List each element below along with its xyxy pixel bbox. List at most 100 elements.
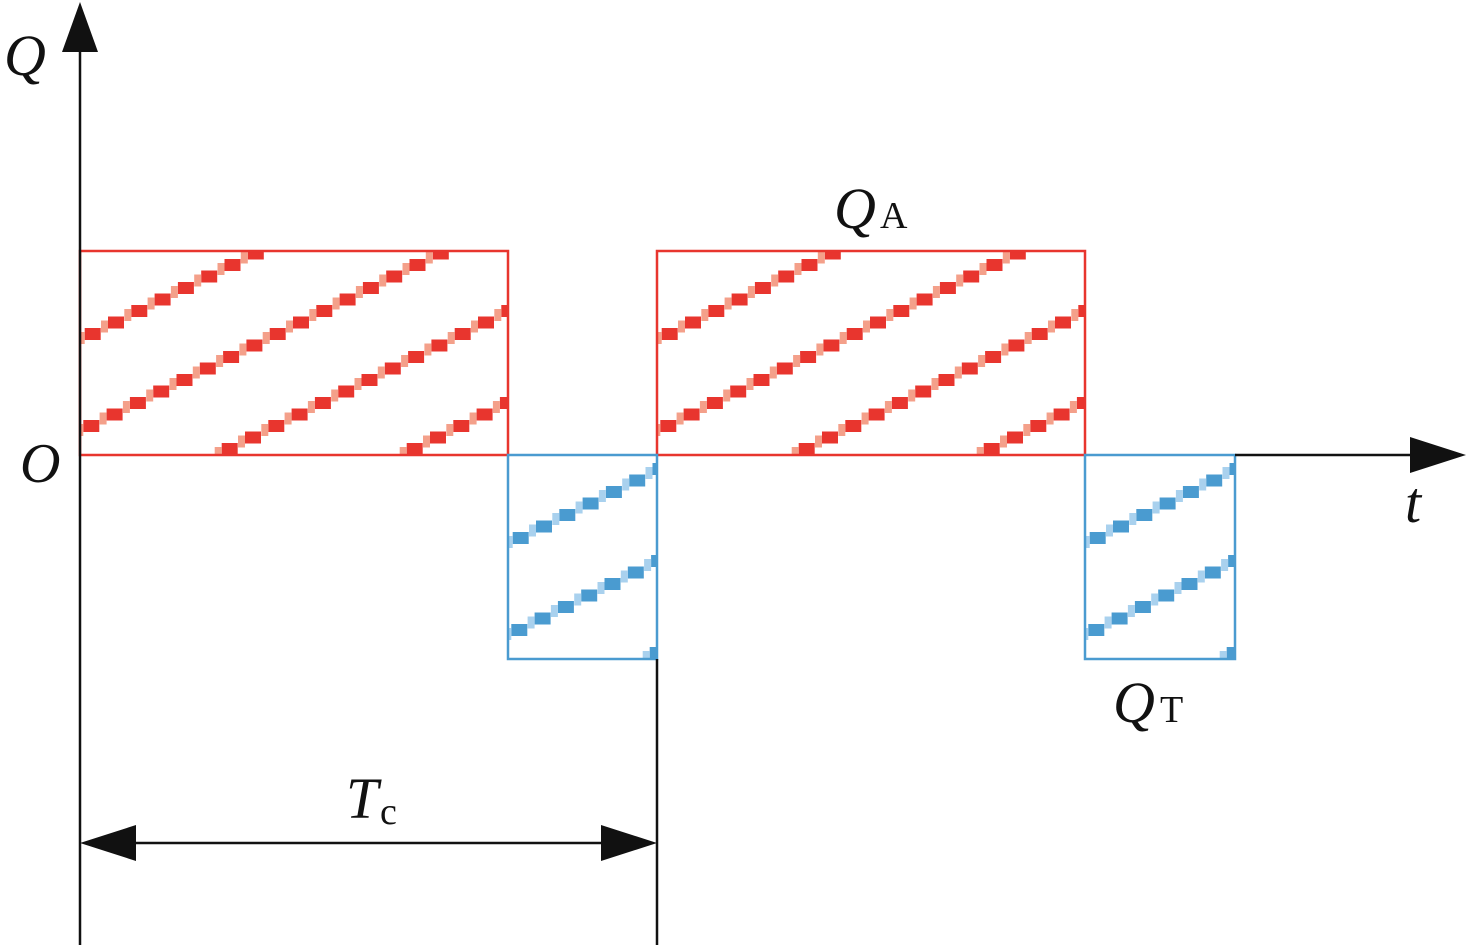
hatch-segment-edge	[1085, 536, 1090, 548]
x-axis-label: t	[1405, 470, 1423, 535]
hatch-segment	[801, 259, 818, 271]
hatch-segment-edge	[644, 559, 652, 571]
hatch-segment-edge	[239, 343, 247, 356]
hatch-segment-edge	[147, 297, 155, 310]
hatch-segment	[291, 408, 308, 421]
hatch-segment-edge	[771, 274, 779, 287]
hatch-segment-edge	[492, 401, 500, 413]
hatch-segment-edge	[402, 263, 410, 275]
hatch-segment	[1088, 624, 1105, 636]
hatch-segment-edge	[261, 424, 269, 436]
hatch-segment-edge	[598, 490, 606, 502]
hatch-segment	[432, 251, 449, 260]
hatch-segment	[409, 259, 426, 271]
hatch-segment-edge	[932, 286, 940, 298]
hatch-segment	[845, 420, 862, 432]
qt-block-1-hatch	[508, 463, 657, 659]
hatch-segment	[1159, 497, 1176, 510]
hatch-segment	[1030, 420, 1047, 432]
hatch-segment-edge	[192, 366, 200, 379]
hatch-segment-edge	[794, 263, 802, 275]
hatch-segment	[868, 408, 885, 421]
hatch-segment	[1009, 251, 1026, 260]
hatch-segment-edge	[424, 343, 432, 356]
hatch-segment-edge	[723, 389, 731, 402]
hatch-segment-edge	[309, 309, 317, 321]
hatch-segment-edge	[979, 263, 987, 275]
hatch-segment-edge	[307, 401, 315, 413]
hatch-segment	[430, 431, 446, 444]
hatch-segment-edge	[355, 286, 363, 298]
hatch-segment	[153, 385, 170, 398]
hatch-segment-edge	[1127, 605, 1135, 617]
hatch-segment-edge	[1197, 570, 1205, 583]
hatch-segment-edge	[377, 366, 385, 379]
hatch-segment-edge	[354, 378, 362, 390]
hatch-segment	[604, 578, 621, 590]
hatch-segment	[1136, 509, 1153, 521]
hatch-segment-edge	[886, 309, 894, 321]
hatch-segment	[983, 443, 1000, 455]
hatch-segment	[683, 408, 700, 421]
hatch-segment	[800, 351, 817, 363]
hatch-segment-edge	[978, 355, 986, 367]
hatch-segment	[339, 293, 356, 306]
hatch-segment-edge	[657, 332, 662, 344]
hatch-segment-edge	[146, 389, 154, 402]
hatch-segment	[731, 293, 748, 306]
hatch-segment	[915, 385, 932, 398]
hatch-segment	[221, 443, 238, 455]
hatch-segment-edge	[262, 332, 270, 344]
qa-label-main: Q	[834, 176, 876, 241]
hatch-segment-edge	[217, 263, 225, 275]
qa-label-sub: A	[880, 195, 908, 237]
hatch-segment	[1182, 486, 1199, 498]
hatch-segment	[361, 374, 378, 386]
hatch-segment	[384, 362, 401, 375]
hatch-segment-edge	[1000, 435, 1007, 448]
hatch-segment-edge	[286, 320, 293, 333]
hatch-segment	[557, 601, 574, 613]
hatch-segment-edge	[214, 447, 222, 455]
x-axis-arrowhead	[1410, 437, 1466, 473]
hatch-segment-edge	[1129, 513, 1137, 525]
hatch-segment	[1134, 601, 1151, 613]
hatch-segment-edge	[597, 582, 605, 594]
hatch-segment-edge	[574, 593, 582, 606]
hatch-segment	[961, 362, 978, 375]
hatch-segment	[652, 463, 657, 475]
hatch-segment-edge	[194, 274, 202, 287]
hatch-segment-edge	[863, 320, 870, 333]
hatch-segment-edge	[815, 435, 822, 448]
hatch-segment	[629, 474, 646, 487]
hatch-segment	[1053, 408, 1070, 421]
hatch-lines	[80, 251, 508, 455]
hatch-segment-edge	[1219, 651, 1227, 659]
hatch-segment	[129, 397, 146, 409]
hatch-segment	[1181, 578, 1198, 590]
hatch-segment	[269, 328, 286, 340]
hatch-segment	[131, 305, 148, 317]
hatch-segment	[822, 431, 838, 444]
hatch-segment-edge	[701, 309, 709, 321]
hatch-segment-edge	[471, 320, 478, 333]
hatch-segment-edge	[642, 651, 650, 659]
hatch-segment-edge	[284, 412, 292, 425]
hatch-segment	[83, 420, 100, 432]
hatch-segment-edge	[746, 378, 754, 390]
hatch-segment	[649, 647, 657, 659]
hatch-segment-edge	[839, 332, 847, 344]
hatch-segment-edge	[447, 332, 455, 344]
y-axis-arrowhead	[62, 2, 98, 52]
hatch-segment	[605, 486, 622, 498]
hatch-segment-edge	[931, 378, 939, 390]
hatch-segment-edge	[1151, 593, 1159, 606]
hatch-segment-edge	[817, 251, 825, 264]
period-arrowhead-left	[80, 825, 136, 861]
hatch-segment-edge	[1221, 559, 1229, 571]
hatch-segment	[108, 316, 124, 329]
hatch-segment-edge	[678, 320, 685, 333]
hatch-segment	[536, 520, 552, 533]
hatch-segment	[199, 362, 216, 375]
